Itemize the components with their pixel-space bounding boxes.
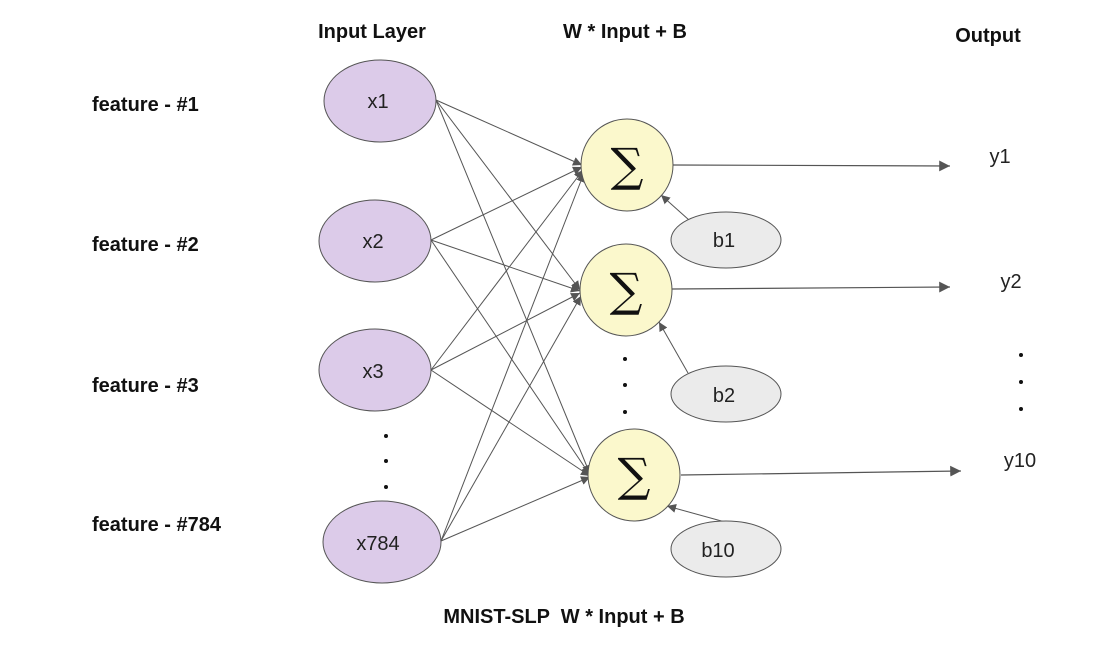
feature-label-784: feature - #784 (92, 514, 222, 536)
input-label-x3: x3 (362, 361, 383, 383)
bias-edges (658, 194, 726, 523)
input-label-x784: x784 (356, 533, 399, 555)
sum-node-1: ∑ (580, 118, 674, 212)
input-to-sum-edges (430, 99, 591, 542)
input-ellipsis (384, 434, 388, 489)
edge-x1-s3 (435, 99, 591, 475)
edge-b2-s2 (658, 321, 689, 374)
edge-x3-s2 (430, 292, 581, 371)
diagram-caption: MNIST-SLP W * Input + B (443, 606, 684, 628)
edge-x2-s2 (430, 239, 581, 293)
bias-node-b10: b10 (670, 520, 782, 578)
input-node-x2: x2 (318, 199, 432, 283)
edge-b1-s1 (660, 194, 690, 221)
edge-x784-s3 (440, 476, 591, 542)
output-ellipsis (1019, 353, 1023, 411)
edge-x3-s3 (430, 369, 591, 477)
bias-node-b1: b1 (670, 211, 782, 269)
input-layer-header: Input Layer (318, 21, 426, 43)
edge-x1-s2 (435, 99, 581, 291)
edge-x1-s1 (435, 99, 583, 166)
bias-label-b1: b1 (713, 230, 735, 252)
sum-ellipsis (623, 357, 627, 414)
input-node-x784: x784 (322, 500, 442, 584)
output-label-y10: y10 (1004, 450, 1036, 472)
edge-x2-s1 (430, 166, 583, 241)
feature-label-1: feature - #1 (92, 94, 199, 116)
input-label-x2: x2 (362, 231, 383, 253)
sum-to-output-edges (671, 160, 962, 477)
output-label-y1: y1 (989, 146, 1010, 168)
edge-x784-s1 (440, 172, 585, 542)
sum-symbol-1: ∑ (611, 138, 644, 192)
sum-symbol-2: ∑ (610, 263, 643, 317)
bias-label-b2: b2 (713, 385, 735, 407)
bias-node-b2: b2 (670, 365, 782, 423)
edge-s3-y10 (680, 465, 962, 477)
feature-label-2: feature - #2 (92, 234, 199, 256)
sum-node-2: ∑ (579, 243, 673, 337)
feature-label-3: feature - #3 (92, 375, 199, 397)
input-label-x1: x1 (367, 91, 388, 113)
weighted-sum-header: W * Input + B (563, 21, 687, 43)
edge-s1-y1 (672, 160, 951, 172)
edge-x784-s2 (440, 295, 582, 542)
edge-b10-s3 (666, 504, 726, 523)
sum-symbol-3: ∑ (618, 448, 651, 502)
edge-s2-y2 (671, 281, 951, 293)
edge-x3-s1 (430, 169, 584, 371)
bias-label-b10: b10 (701, 540, 734, 562)
output-label-y2: y2 (1000, 271, 1021, 293)
output-header: Output (955, 25, 1021, 47)
edge-x2-s3 (430, 239, 591, 476)
sum-node-3: ∑ (587, 428, 681, 522)
input-node-x3: x3 (318, 328, 432, 412)
input-node-x1: x1 (323, 59, 437, 143)
